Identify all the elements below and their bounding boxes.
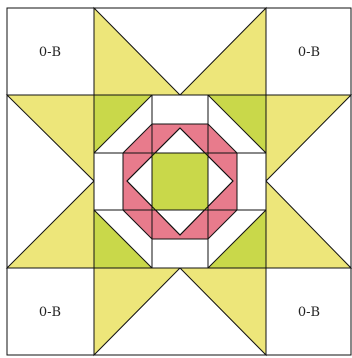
corner-label-bottom-right: 0-B [298,305,320,320]
star-point-top-right [180,8,266,95]
star-point-top-left [94,8,180,95]
star-point-right-top [266,95,351,181]
corner-label-top-right: 0-B [298,45,320,60]
star-point-right-bottom [266,181,351,268]
star-point-bottom-left [94,268,180,355]
corner-label-top-left: 0-B [39,45,61,60]
star-point-bottom-right [180,268,266,355]
star-point-left-bottom [7,181,94,268]
corner-label-bottom-left: 0-B [39,305,61,320]
center-square [152,153,208,210]
star-point-left-top [7,95,94,181]
